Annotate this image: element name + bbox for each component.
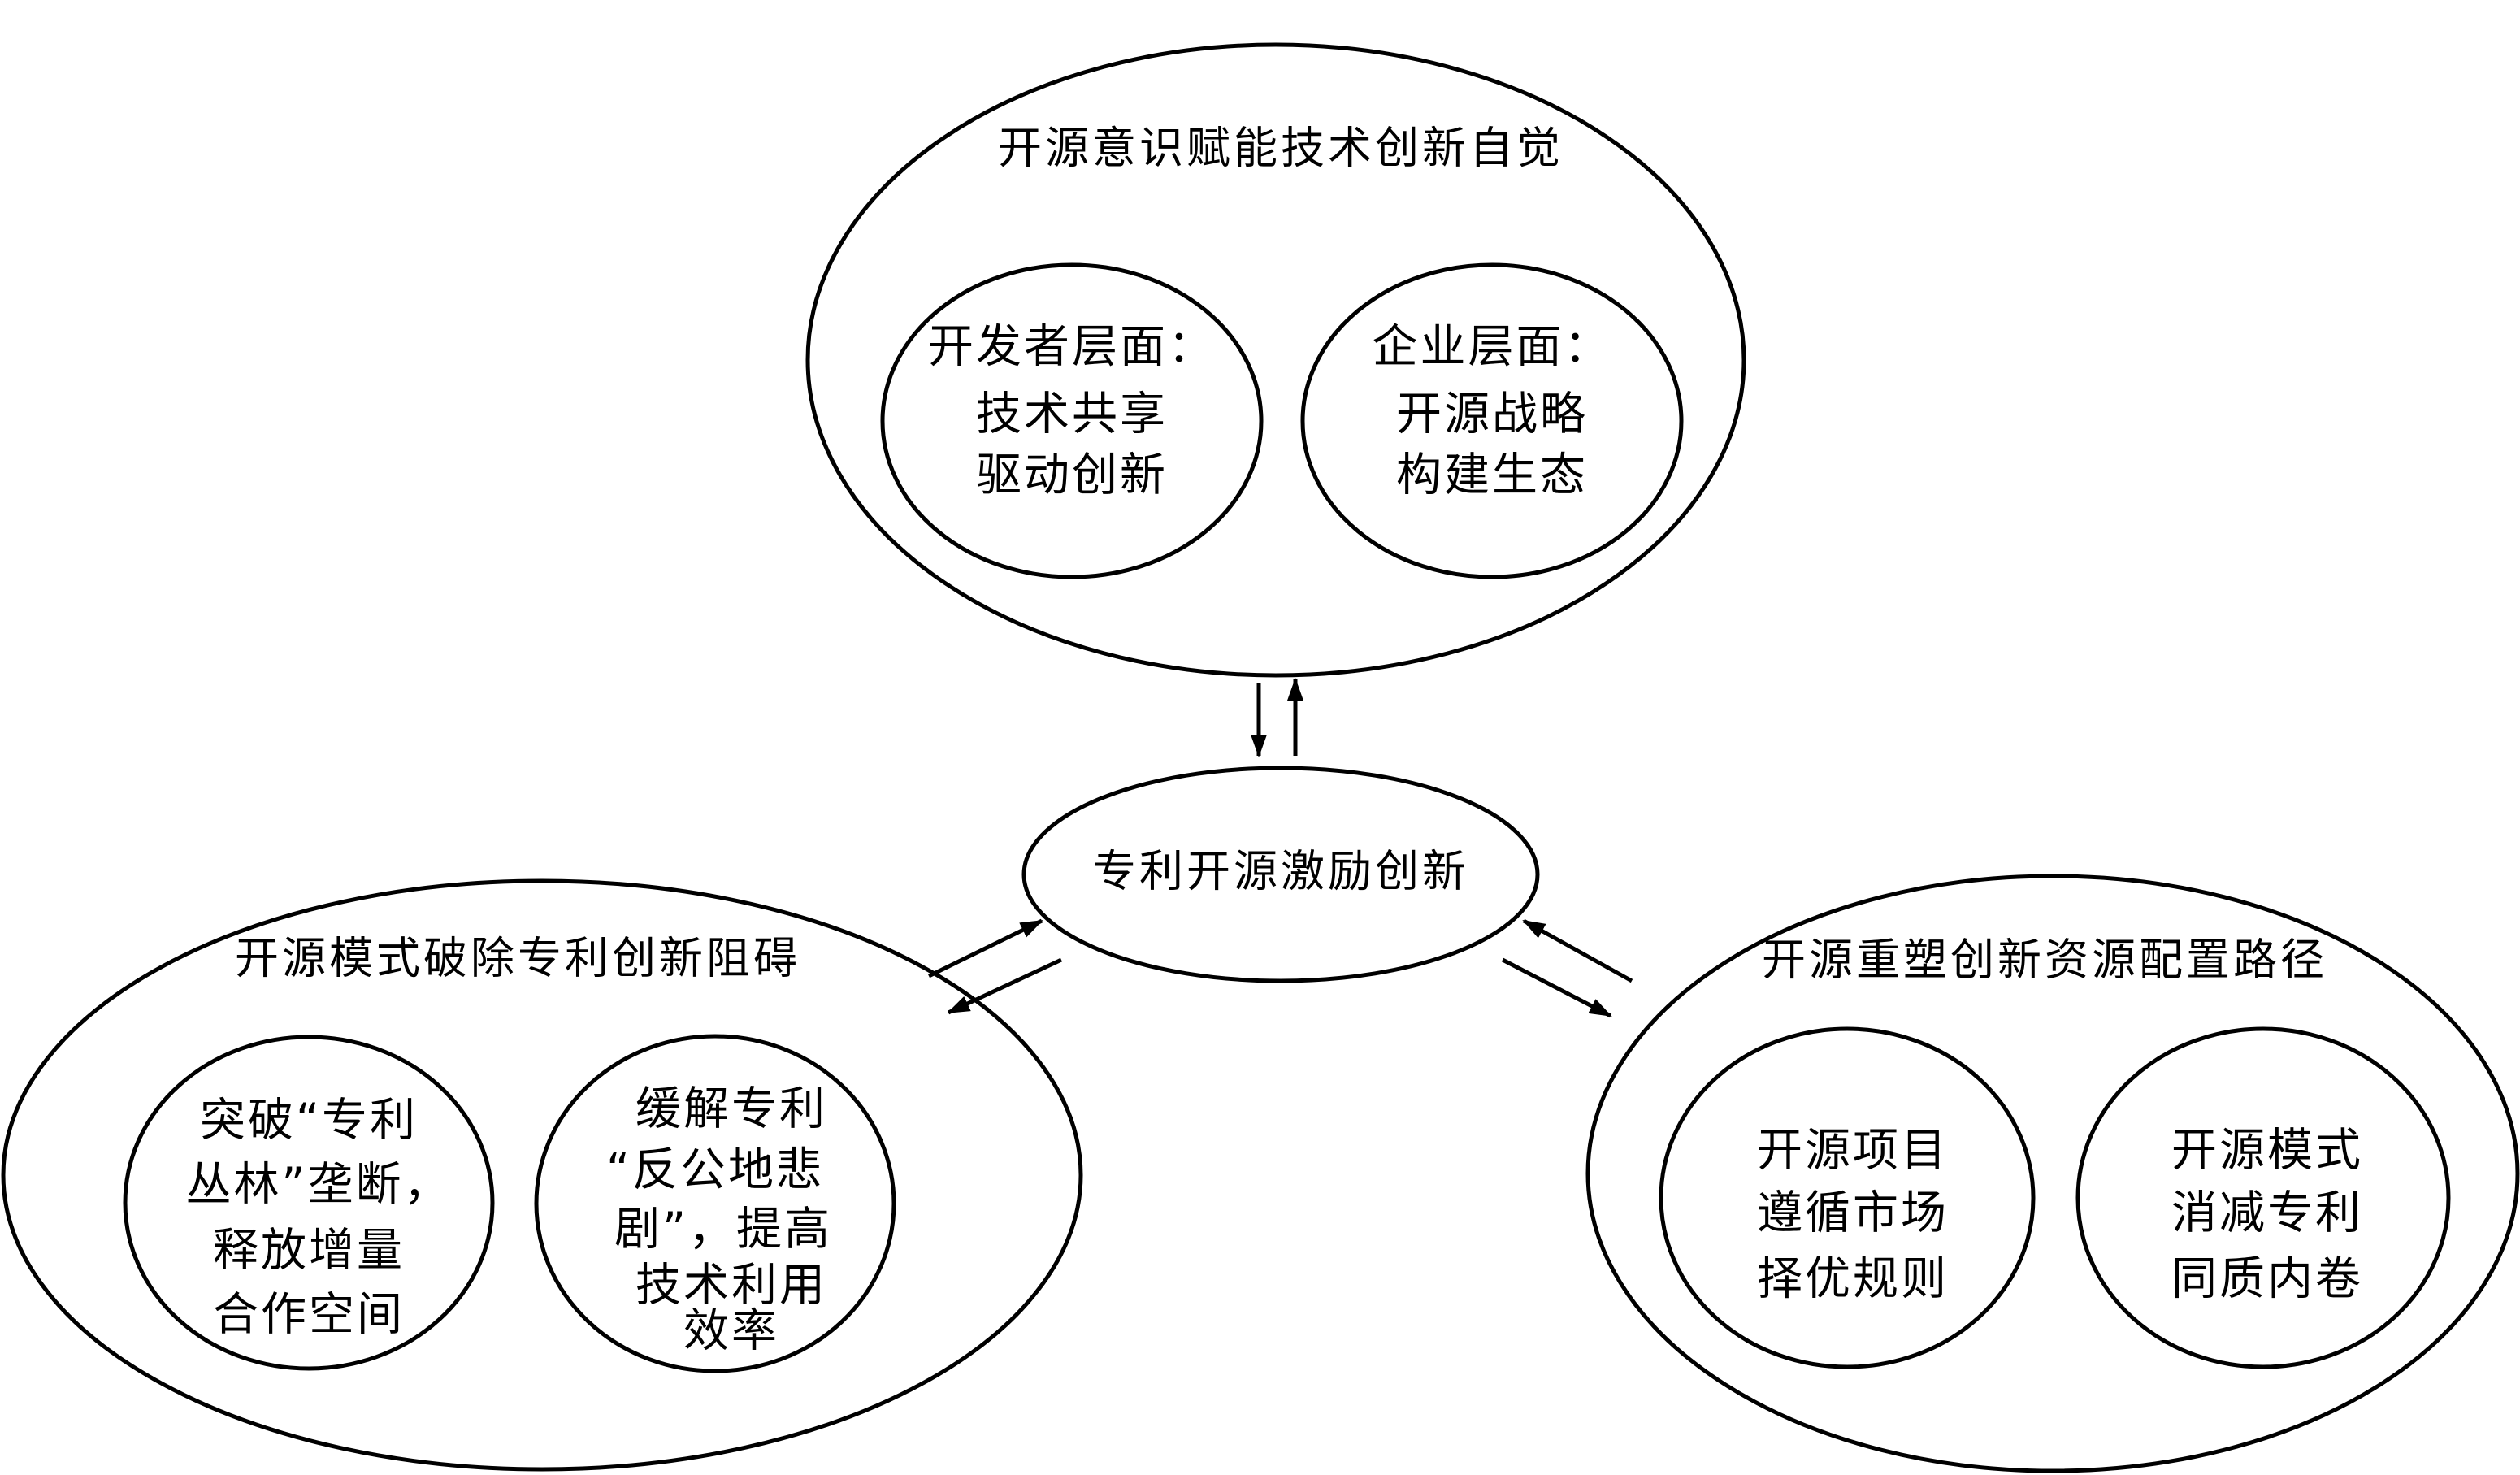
right-right-circle — [2075, 1026, 2451, 1369]
left-title: 开源模式破除专利创新阻碍 — [235, 933, 800, 984]
left-right-circle — [534, 1034, 896, 1373]
left-left-line: 突破“专利 — [200, 1095, 418, 1147]
left-left-line: 合作空间 — [213, 1289, 405, 1342]
center-node: 专利开源激励创新 — [1021, 766, 1540, 983]
left-left-circle — [123, 1035, 495, 1371]
top-right-line: 开源战略 — [1396, 388, 1588, 441]
left-right-line: “反公地悲 — [606, 1144, 824, 1197]
top-node: 开源意识赋能技术创新自觉 开发者层面： 技术共享 驱动创新 企业层面： 开源战略… — [805, 42, 1746, 678]
arrow-center-to-right — [1501, 957, 1612, 1018]
left-left-line: 丛林”垄断， — [185, 1159, 451, 1212]
left-node: 开源模式破除专利创新阻碍 突破“专利 丛林”垄断， 释放增量 合作空间 缓解专利… — [1, 878, 1083, 1472]
left-right-line: 剧”，提高 — [614, 1204, 832, 1256]
top-ellipse — [805, 42, 1746, 678]
right-right-line: 开源模式 — [2171, 1125, 2363, 1178]
top-right-circle — [1300, 262, 1684, 579]
left-right-line: 技术利用 — [635, 1260, 827, 1312]
center-ellipse — [1021, 766, 1540, 983]
top-left-line: 开发者层面： — [928, 321, 1216, 374]
right-right-line: 同质内卷 — [2171, 1253, 2363, 1306]
arrow-right-to-center — [1522, 918, 1633, 983]
top-left-circle — [880, 262, 1264, 579]
top-right-line: 企业层面： — [1373, 321, 1612, 374]
left-right-line: 缓解专利 — [635, 1083, 827, 1136]
right-right-line: 消减专利 — [2171, 1187, 2363, 1240]
top-left-line: 驱动创新 — [976, 449, 1168, 502]
right-left-line: 遵循市场 — [1757, 1187, 1949, 1240]
arrow-center-to-left — [947, 957, 1063, 1015]
right-ellipse — [1585, 874, 2520, 1473]
left-ellipse — [1, 878, 1083, 1472]
right-node: 开源重塑创新资源配置路径 开源项目 遵循市场 择优规则 开源模式 消减专利 同质… — [1585, 874, 2520, 1473]
top-title: 开源意识赋能技术创新自觉 — [998, 123, 1564, 174]
right-left-line: 择优规则 — [1757, 1253, 1949, 1306]
right-left-line: 开源项目 — [1757, 1125, 1949, 1178]
top-right-line: 构建生态 — [1396, 449, 1588, 502]
top-left-line: 技术共享 — [976, 388, 1168, 441]
right-title: 开源重塑创新资源配置路径 — [1762, 935, 2327, 986]
left-right-line: 效率 — [683, 1305, 779, 1358]
left-left-line: 释放增量 — [213, 1225, 405, 1278]
arrow-left-to-center — [927, 918, 1043, 978]
right-left-circle — [1659, 1026, 2036, 1369]
center-title: 专利开源激励创新 — [1092, 846, 1469, 897]
